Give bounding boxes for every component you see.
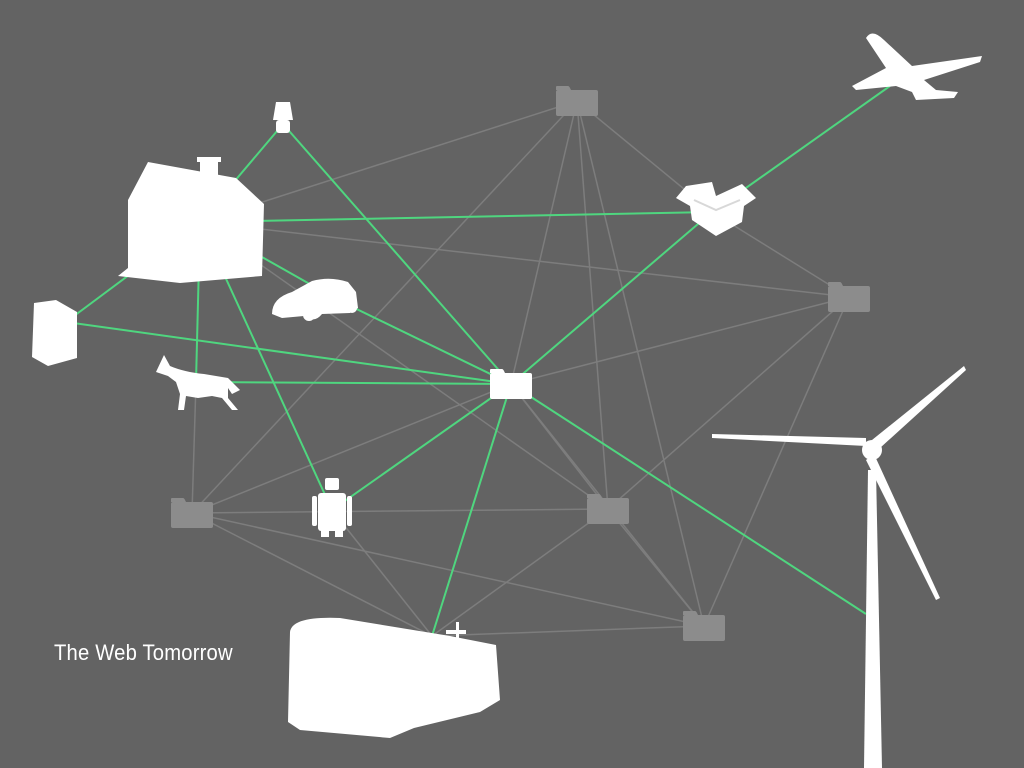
- inactive-link-folder_left-folder_center: [191, 508, 609, 514]
- inactive-link-folder_center-bus: [431, 508, 609, 637]
- active-link-car-hub: [337, 299, 512, 385]
- bus-icon[interactable]: [288, 617, 500, 738]
- inactive-link-folder_top-folder_bottom: [576, 100, 705, 627]
- inactive-link-house-folder_center: [199, 221, 609, 510]
- active-link-package-hub: [510, 211, 713, 385]
- inactive-link-folder_top-folder_center: [576, 100, 609, 510]
- inactive-link-folder_left-bus: [191, 512, 433, 637]
- inactive-link-package-folder_right: [711, 211, 850, 298]
- inactive-link-folder_top-house: [199, 100, 578, 223]
- inactive-link-folder_left-folder_bottom: [191, 512, 705, 627]
- inactive-link-folder_right-folder_center: [607, 296, 850, 510]
- hub-folder-icon[interactable]: [490, 369, 532, 399]
- active-link-house-package: [199, 211, 713, 223]
- inactive-links: [191, 100, 850, 637]
- robot-icon[interactable]: [312, 478, 352, 537]
- house-icon[interactable]: [118, 157, 264, 283]
- active-link-robot-hub: [331, 383, 512, 511]
- inactive-link-folder_right-folder_bottom: [703, 296, 850, 627]
- inactive-link-robot-bus: [331, 509, 433, 637]
- folder-icon-center[interactable]: [587, 494, 629, 524]
- open-box-icon[interactable]: [676, 182, 756, 236]
- folder-icon-top[interactable]: [556, 86, 598, 116]
- inactive-link-folder_right-hub: [510, 296, 850, 385]
- inactive-link-folder_bottom-bus: [431, 625, 705, 637]
- car-icon[interactable]: [272, 278, 358, 321]
- airplane-icon[interactable]: [852, 33, 982, 100]
- nodes: [32, 33, 982, 768]
- active-link-fridge-hub: [65, 321, 512, 385]
- folder-icon-right[interactable]: [828, 282, 870, 312]
- fridge-icon[interactable]: [32, 300, 77, 366]
- diagram-caption: The Web Tomorrow: [54, 640, 233, 665]
- inactive-link-house-folder_right: [199, 221, 850, 298]
- wind-turbine-icon[interactable]: [712, 366, 966, 768]
- inactive-link-folder_top-hub: [510, 100, 578, 385]
- inactive-link-folder_center-folder_bottom: [607, 508, 705, 627]
- active-links: [65, 85, 891, 637]
- inactive-link-folder_top-folder_left: [191, 100, 578, 514]
- folder-icon-left[interactable]: [171, 498, 213, 528]
- active-link-dog-hub: [195, 381, 512, 385]
- active-link-lamp-hub: [282, 123, 512, 385]
- active-link-hub-bus: [431, 383, 512, 637]
- folder-icon-bottom[interactable]: [683, 611, 725, 641]
- lamp-icon[interactable]: [273, 102, 293, 133]
- inactive-link-folder_left-hub: [191, 383, 512, 514]
- dog-icon[interactable]: [156, 355, 240, 410]
- active-link-hub-turbine: [510, 383, 867, 615]
- inactive-link-dog-folder_left: [191, 381, 197, 514]
